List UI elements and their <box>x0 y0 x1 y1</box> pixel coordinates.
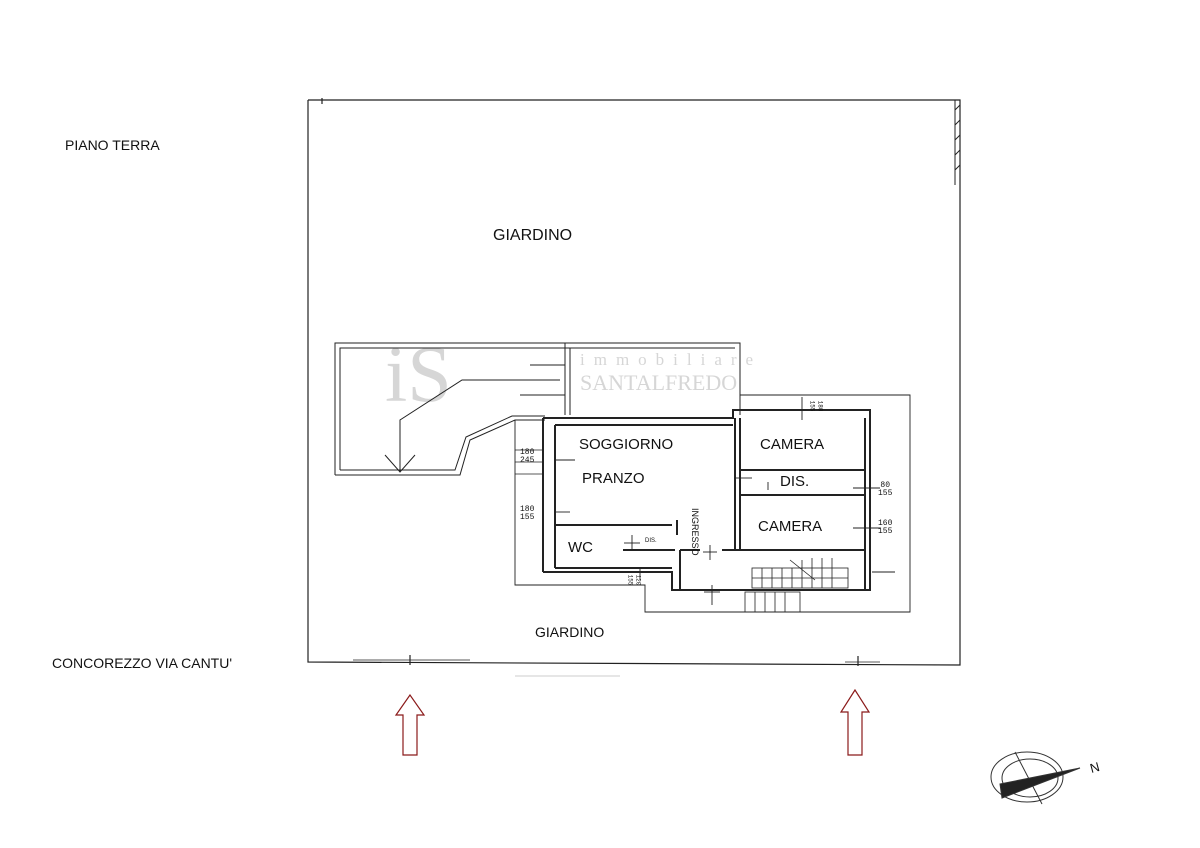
access-arrow-left <box>394 693 426 756</box>
garden-top-label: GIARDINO <box>493 227 573 244</box>
watermark-line1: immobiliare <box>580 350 763 369</box>
room-camera-top: CAMERA <box>760 436 825 453</box>
porch <box>334 342 741 476</box>
room-wc: WC <box>568 539 593 556</box>
house-walls <box>542 409 871 591</box>
compass-icon <box>990 751 1081 805</box>
address-label: CONCOREZZO VIA CANTU' <box>52 655 233 671</box>
yard-outline <box>514 394 911 613</box>
access-arrow-right <box>839 688 871 756</box>
room-dis-small: DIS. <box>645 538 657 544</box>
room-pranzo: PRANZO <box>582 470 645 487</box>
lot-boundary <box>307 99 961 666</box>
stairs <box>515 449 849 613</box>
room-ingresso: INGRESSO <box>690 508 700 556</box>
floor-label: PIANO TERRA <box>65 137 160 153</box>
garden-bottom-label: GIARDINO <box>535 624 605 640</box>
watermark-line2: SANTALFREDO <box>580 370 738 395</box>
room-dis: DIS. <box>780 473 810 490</box>
room-soggiorno: SOGGIORNO <box>579 436 674 453</box>
access-arrows <box>394 688 871 756</box>
hatch <box>954 100 961 185</box>
room-camera-bottom: CAMERA <box>758 518 823 535</box>
